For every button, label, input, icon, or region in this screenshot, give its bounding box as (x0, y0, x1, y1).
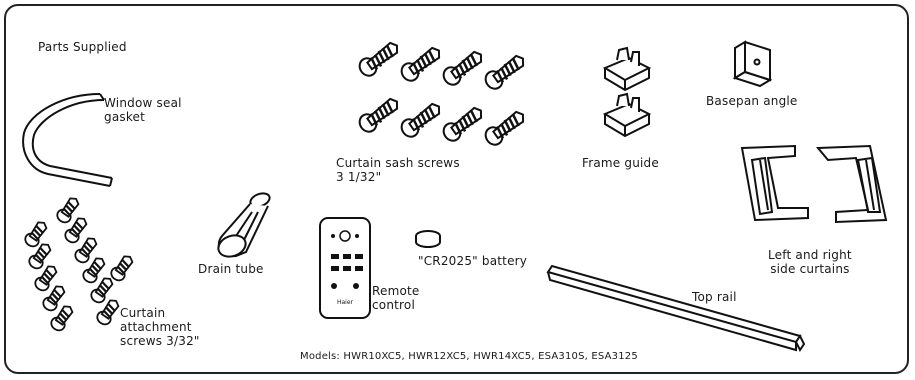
part-label-battery: "CR2025" battery (418, 254, 527, 268)
models-footer: Models: HWR10XC5, HWR12XC5, HWR14XC5, ES… (300, 350, 638, 364)
parts-supplied-title: Parts Supplied (38, 40, 127, 54)
part-label-window-seal-gasket: Window seal gasket (104, 96, 182, 124)
part-label-top-rail: Top rail (692, 290, 737, 304)
side-curtain-icon (742, 146, 886, 222)
basepan-angle-icon (735, 42, 770, 86)
part-label-curtain-attachment-screws: Curtain attachment screws 3/32" (120, 306, 200, 348)
window-seal-gasket-icon (23, 94, 112, 186)
coin-battery-icon (416, 231, 440, 247)
drain-tube-icon (215, 191, 271, 260)
part-label-drain-tube: Drain tube (198, 262, 264, 276)
frame-guide-icon (605, 48, 649, 136)
remote-brand-text: Haier (337, 299, 354, 306)
part-label-remote-control: Remote control (372, 284, 420, 312)
part-label-side-curtains: Left and right side curtains (768, 248, 852, 276)
part-label-frame-guide: Frame guide (582, 156, 659, 170)
attachment-screw-icon (23, 195, 136, 333)
top-rail-icon (548, 266, 804, 350)
part-label-curtain-sash-screws: Curtain sash screws 3 1/32" (336, 156, 460, 184)
sash-screw-icon (356, 39, 528, 148)
part-label-basepan-angle: Basepan angle (706, 94, 798, 108)
remote-control-icon: Haier (320, 218, 370, 318)
